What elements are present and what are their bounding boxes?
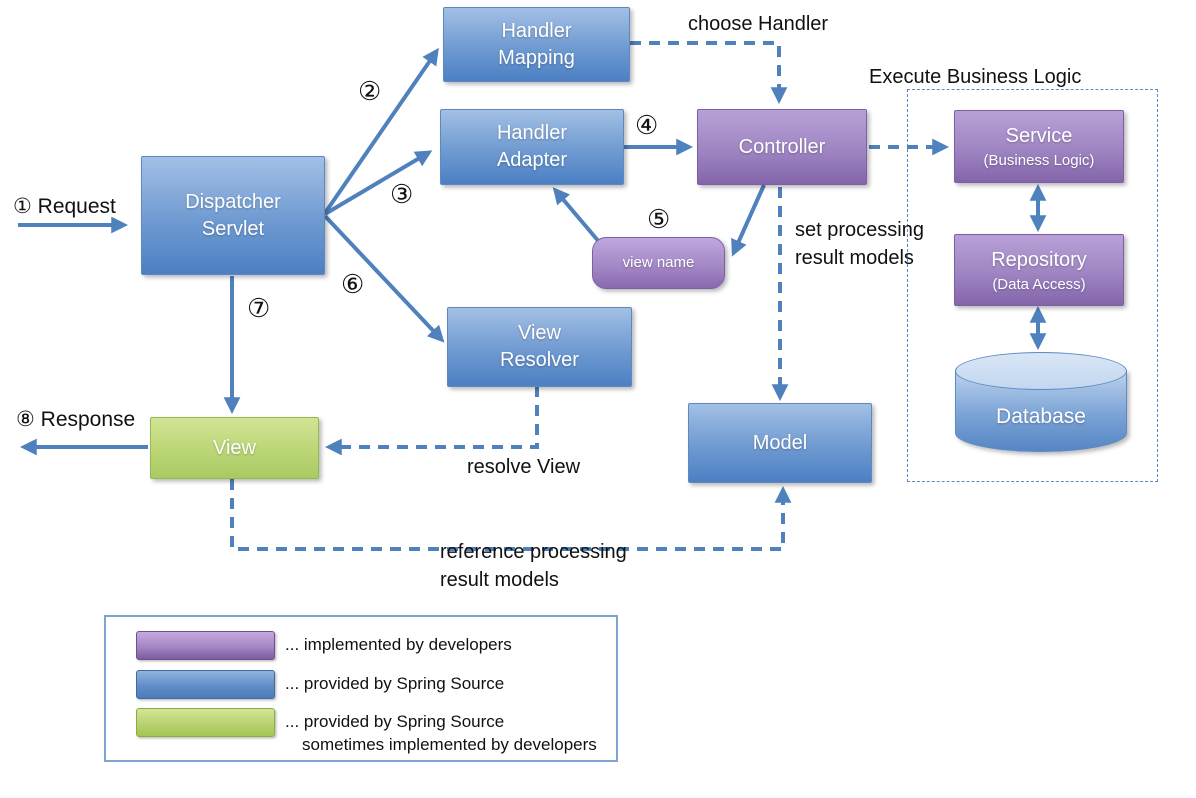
- step-4-marker: ④: [635, 110, 659, 140]
- handler-adapter-node: Handler Adapter: [440, 109, 624, 185]
- set-processing-label: set processing result models: [795, 219, 924, 269]
- repository-sublabel: (Data Access): [992, 275, 1086, 293]
- legend: ... implemented by developers ... provid…: [104, 615, 618, 762]
- legend-label-provided-green: ... provided by Spring Source: [285, 712, 505, 731]
- step-5-marker: ⑤: [647, 204, 671, 234]
- step-3-marker: ③: [390, 179, 414, 209]
- legend-swatch-green: [136, 708, 275, 737]
- dispatcher-servlet-node: Dispatcher Servlet: [141, 156, 325, 275]
- legend-label-provided: ... provided by Spring Source: [285, 674, 505, 693]
- view-name-node: view name: [592, 237, 725, 289]
- execute-business-logic-region: [907, 89, 1158, 482]
- handler-mapping-node: Handler Mapping: [443, 7, 630, 82]
- view-node: View: [150, 417, 319, 479]
- legend-swatch-purple: [136, 631, 275, 660]
- step-2-marker: ②: [358, 76, 382, 106]
- response-label: ⑧ Response: [16, 408, 136, 431]
- repository-label: Repository: [991, 248, 1087, 271]
- view-name-to-handler-adapter-arrow: [552, 187, 602, 245]
- execute-business-logic-label: Execute Business Logic: [869, 66, 1082, 88]
- view-resolver-node: View Resolver: [447, 307, 632, 387]
- model-node: Model: [688, 403, 872, 483]
- step-6-marker: ⑥: [341, 269, 365, 299]
- legend-label-sometimes: sometimes implemented by developers: [302, 735, 597, 754]
- request-label: ① Request: [13, 195, 116, 218]
- service-sublabel: (Business Logic): [983, 152, 1095, 169]
- database-label: Database: [996, 405, 1086, 428]
- reference-processing-label: reference processing result models: [440, 541, 627, 591]
- legend-label-implemented: ... implemented by developers: [285, 635, 512, 654]
- controller-node: Controller: [697, 109, 867, 185]
- controller-to-view-name-arrow: [731, 184, 766, 257]
- database-node: Database: [955, 352, 1127, 452]
- service-node: Service (Business Logic): [954, 110, 1124, 183]
- database-cylinder-lid: [955, 352, 1127, 390]
- repository-node: Repository (Data Access): [954, 234, 1124, 306]
- step-7-marker: ⑦: [247, 293, 271, 323]
- view-resolver-to-view-dashed-arrow: [324, 386, 539, 456]
- legend-swatch-blue: [136, 670, 275, 699]
- choose-handler-label: choose Handler: [688, 13, 829, 35]
- choose-handler-dashed-arrow: [630, 41, 788, 105]
- service-label: Service: [1005, 125, 1073, 147]
- resolve-view-label: resolve View: [467, 456, 581, 478]
